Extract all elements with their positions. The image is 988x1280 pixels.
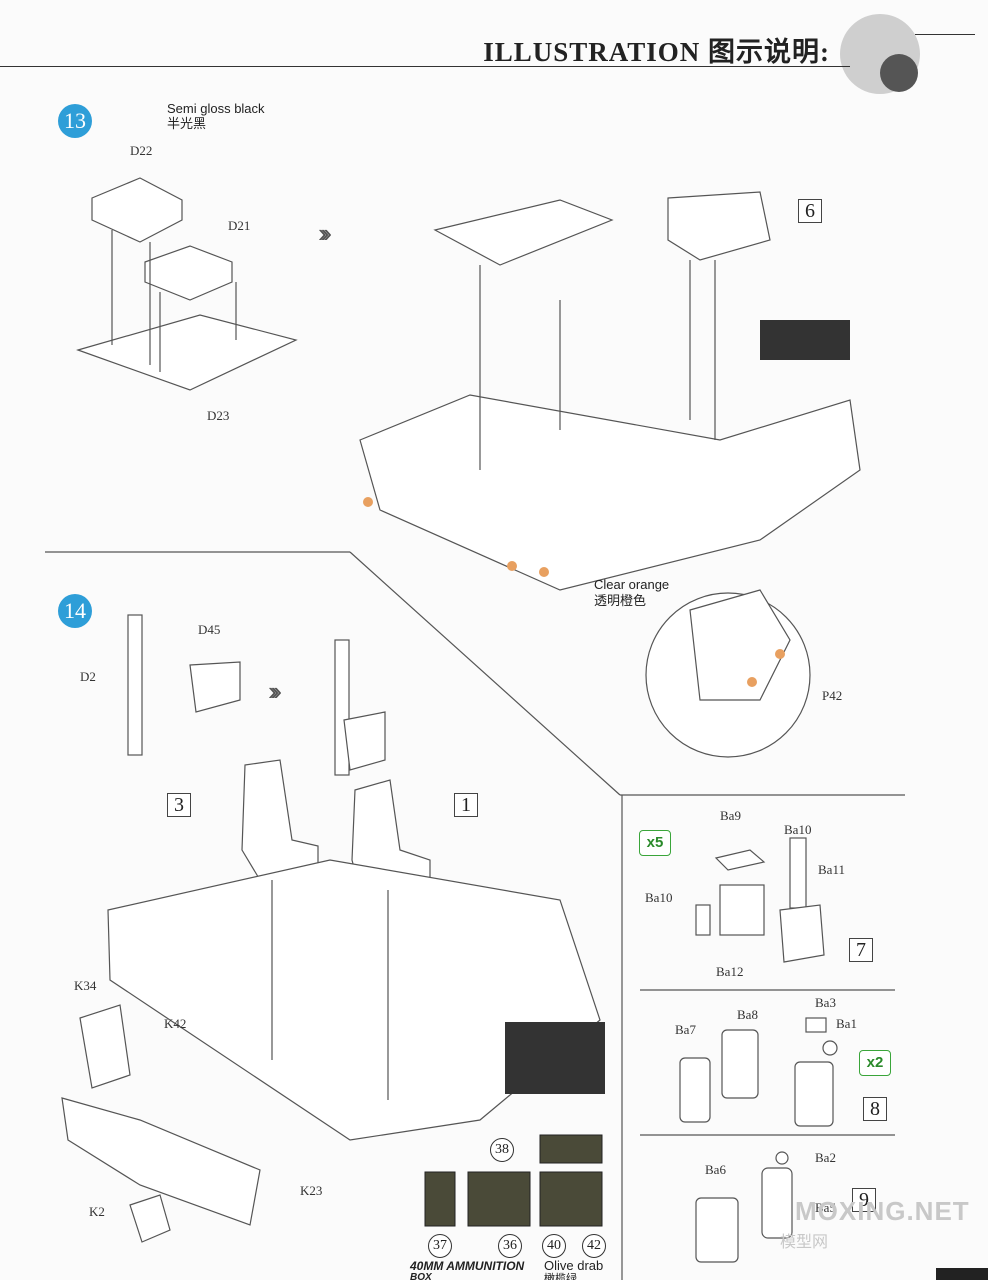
- header-decoration-dot: [880, 54, 918, 92]
- part-label: Ba9: [720, 808, 741, 823]
- part-label: Ba6: [705, 1162, 726, 1177]
- sub-step-7-box: 7: [849, 938, 873, 962]
- quantity-badge: x2: [859, 1050, 891, 1076]
- part-label: Ba10: [645, 890, 673, 905]
- part-label: P42: [822, 688, 843, 703]
- callout-box-6: 6: [798, 199, 822, 223]
- decal-number: 38: [490, 1138, 514, 1162]
- page-tab: [936, 1268, 988, 1280]
- part-label: K23: [300, 1183, 323, 1198]
- sub-step-9-box: 9: [852, 1188, 876, 1212]
- part-label: Ba11: [818, 862, 845, 877]
- page-title: ILLUSTRATION 图示说明:: [483, 37, 830, 67]
- ammo-box-label-2: BOX: [410, 1272, 432, 1280]
- step-arrow-icon: ›››: [268, 676, 282, 706]
- step-13-badge: 13: [58, 104, 92, 138]
- semi-gloss-black-note: Semi gloss black: [167, 101, 265, 116]
- sub-step-8-box: 8: [863, 1097, 887, 1121]
- part-label: D23: [207, 408, 230, 423]
- semi-gloss-black-note-cn: 半光黑: [167, 116, 207, 131]
- part-label: Ba2: [815, 1150, 836, 1165]
- part-label: K42: [164, 1016, 187, 1031]
- part-label: Ba5: [815, 1200, 836, 1215]
- step-14-badge: 14: [58, 594, 92, 628]
- watermark: MOXING.NET: [795, 1196, 970, 1226]
- part-label: Ba8: [737, 1007, 758, 1022]
- ammo-box-label: 40MM AMMUNITION: [410, 1259, 525, 1273]
- olive-drab-note-cn: 橄榄绿: [544, 1273, 577, 1280]
- olive-drab-note: Olive drab: [544, 1258, 604, 1273]
- part-label: Ba1: [836, 1016, 857, 1031]
- decal-number: 40: [542, 1234, 566, 1258]
- header-rule: [0, 66, 850, 67]
- watermark-sub: 模型网: [780, 1234, 829, 1251]
- callout-box-1: 1: [454, 793, 478, 817]
- part-label: D22: [130, 143, 153, 158]
- part-label: D21: [228, 218, 251, 233]
- part-label: D2: [80, 669, 96, 684]
- part-label: Ba7: [675, 1022, 696, 1037]
- callout-box-3: 3: [167, 793, 191, 817]
- part-label: Ba10: [784, 822, 812, 837]
- part-label: D45: [198, 622, 221, 637]
- decal-number: 37: [428, 1234, 452, 1258]
- clear-orange-note-cn: 透明橙色: [594, 593, 647, 608]
- header-rule-right: [915, 34, 975, 35]
- decal-number: 42: [582, 1234, 606, 1258]
- part-label: Ba3: [815, 995, 836, 1010]
- quantity-badge: x5: [639, 830, 671, 856]
- part-label: K2: [89, 1204, 105, 1219]
- part-label: Ba12: [716, 964, 744, 979]
- clear-orange-note: Clear orange: [594, 577, 670, 592]
- step-arrow-icon: ›››: [318, 218, 332, 248]
- part-label: K34: [74, 978, 97, 993]
- decal-number: 36: [498, 1234, 522, 1258]
